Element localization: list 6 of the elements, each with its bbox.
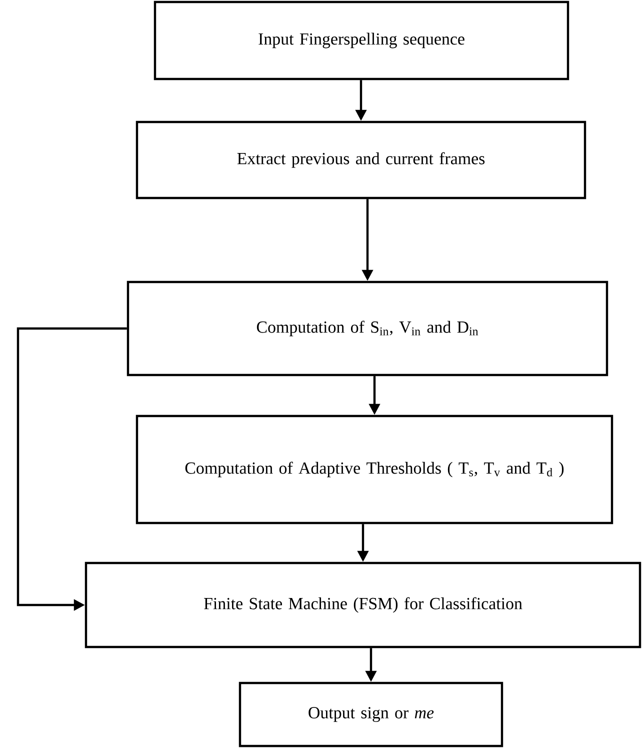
process-box: Extract previous and current frames <box>136 120 586 200</box>
process-box: Output sign or me <box>238 682 504 748</box>
process-box: Finite State Machine (FSM) for Classification <box>84 562 642 648</box>
process-box: Computation of S$_{in}$, V$_{in}$ and D$_{in}$ <box>126 280 608 376</box>
process-box: Input Fingerspelling sequence <box>154 0 570 80</box>
process-box: Computation of Adaptive Thresholds ( T$_{s}$, T$_{v}$ and T$_{d}$ ) <box>136 414 614 524</box>
